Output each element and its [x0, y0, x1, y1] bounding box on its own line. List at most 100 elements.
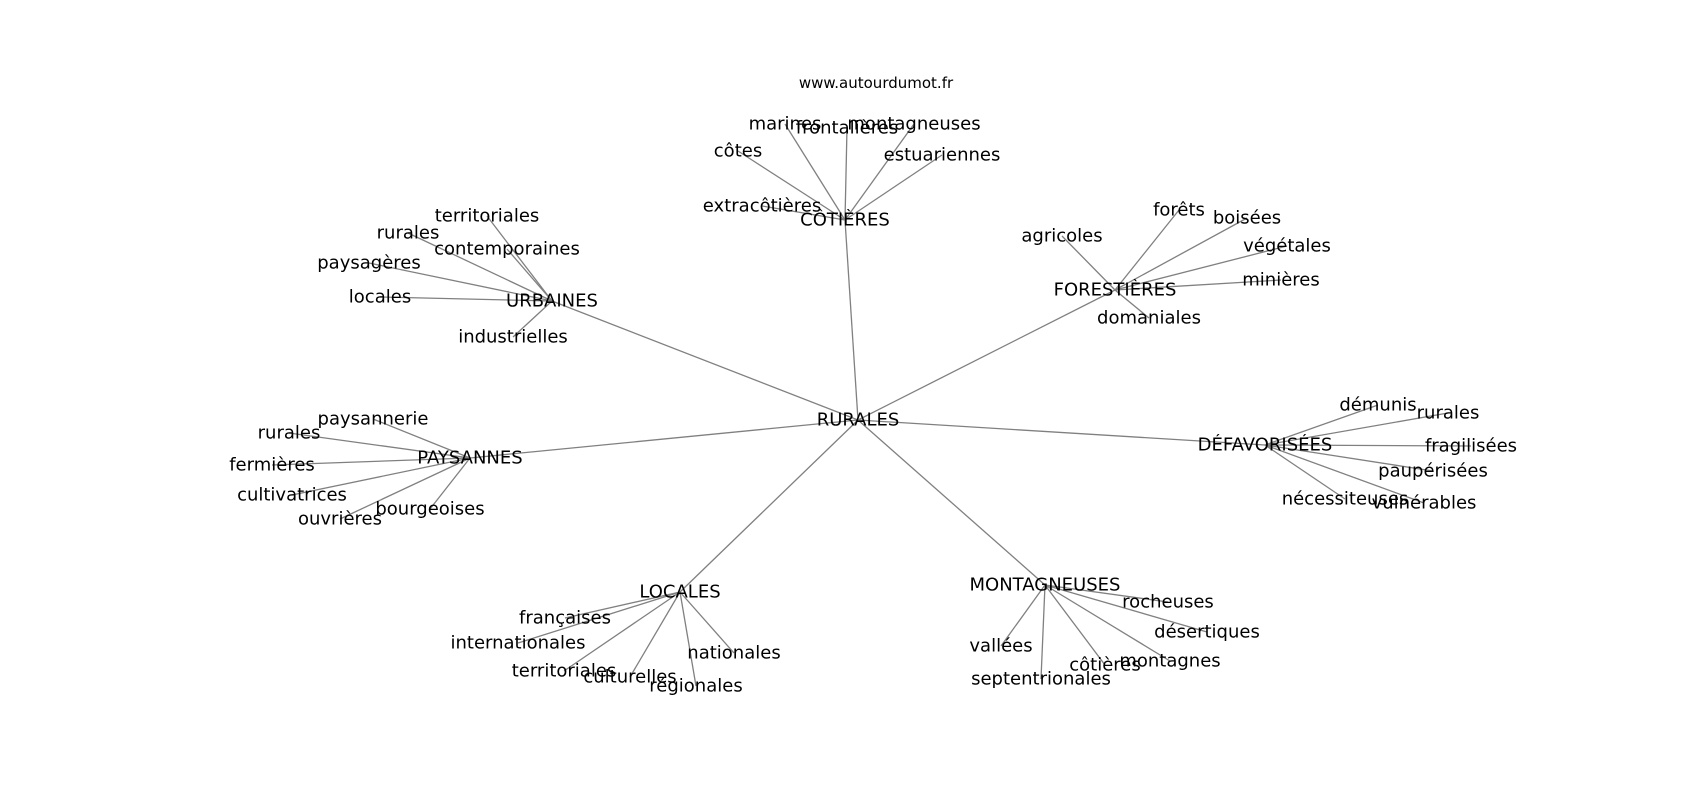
- edge-urbaines-4: [379, 296, 553, 302]
- edge-montagneuses-2: [1000, 584, 1046, 647]
- edge-urbaines-5: [512, 300, 553, 338]
- edge-locales-3: [563, 591, 681, 672]
- leaf-node-montagneuses-4: montagnes: [1119, 651, 1220, 672]
- edge-cotieres-5: [761, 205, 846, 221]
- edge-center-urbaines: [551, 300, 859, 421]
- edge-locales-0: [564, 591, 681, 619]
- edge-defavorisees-1: [1264, 412, 1449, 446]
- edge-montagneuses-3: [1044, 584, 1106, 666]
- leaf-node-forestieres-2: agricoles: [1021, 226, 1102, 247]
- leaf-node-cotieres-5: extracôtières: [703, 196, 821, 217]
- leaf-node-forestieres-4: minières: [1242, 270, 1319, 291]
- leaf-node-locales-5: régionales: [649, 676, 742, 697]
- edge-defavorisees-0: [1264, 404, 1379, 446]
- leaf-node-cotieres-0: marines: [749, 114, 822, 135]
- edge-defavorisees-4: [1264, 444, 1346, 500]
- edge-urbaines-0: [486, 215, 553, 302]
- edge-montagneuses-5: [1040, 584, 1046, 680]
- leaf-node-defavorisees-5: vulnérables: [1372, 493, 1477, 514]
- leaf-node-defavorisees-0: démunis: [1339, 395, 1416, 416]
- edge-urbaines-1: [407, 232, 553, 302]
- leaf-node-defavorisees-3: paupérisées: [1378, 461, 1488, 482]
- edge-paysannes-4: [429, 457, 471, 510]
- edge-forestieres-5: [1114, 289, 1150, 319]
- edge-paysannes-5: [339, 457, 471, 520]
- center-node-label: RURALES: [817, 410, 900, 431]
- edge-locales-2: [679, 591, 735, 654]
- leaf-node-urbaines-2: contemporaines: [434, 239, 580, 260]
- source-url: www.autourdumot.fr: [799, 74, 954, 92]
- leaf-node-montagneuses-1: désertiques: [1154, 622, 1260, 643]
- leaf-node-urbaines-1: rurales: [377, 223, 440, 244]
- edge-locales-4: [629, 591, 681, 678]
- leaf-node-paysannes-1: rurales: [258, 423, 321, 444]
- edge-center-montagneuses: [857, 419, 1046, 586]
- edge-montagneuses-1: [1044, 584, 1208, 633]
- cluster-node-locales: LOCALES: [639, 582, 720, 603]
- edge-cotieres-3: [737, 150, 846, 221]
- edge-montagneuses-0: [1044, 584, 1169, 603]
- leaf-node-forestieres-3: végétales: [1243, 236, 1331, 257]
- leaf-node-urbaines-3: paysagères: [317, 253, 420, 274]
- edge-center-forestieres: [857, 289, 1116, 421]
- leaf-node-locales-1: internationales: [450, 633, 585, 654]
- edge-locales-1: [517, 591, 681, 644]
- leaf-node-defavorisees-4: nécessiteuses: [1282, 489, 1409, 510]
- edge-forestieres-4: [1114, 279, 1282, 291]
- edge-forestieres-1: [1114, 217, 1248, 291]
- edge-urbaines-2: [506, 248, 553, 302]
- leaf-node-paysannes-5: ouvrières: [298, 509, 382, 530]
- edge-paysannes-0: [372, 418, 471, 459]
- cluster-node-defavorisees: DÉFAVORISÉES: [1198, 434, 1333, 456]
- leaf-node-montagneuses-2: vallées: [969, 636, 1032, 657]
- edge-paysannes-2: [271, 457, 471, 466]
- cluster-node-paysannes: PAYSANNES: [417, 448, 522, 469]
- leaf-node-montagneuses-0: rocheuses: [1122, 592, 1214, 613]
- graph-edges: [271, 123, 1472, 687]
- edge-center-defavorisees: [857, 419, 1266, 446]
- edge-paysannes-1: [288, 432, 471, 459]
- edge-forestieres-0: [1114, 209, 1180, 291]
- leaf-node-defavorisees-1: rurales: [1417, 403, 1480, 424]
- leaf-node-paysannes-4: bourgeoises: [375, 499, 484, 520]
- leaf-node-cotieres-1: frontalières: [796, 118, 898, 139]
- edge-cotieres-0: [784, 123, 846, 221]
- leaf-node-urbaines-4: locales: [349, 287, 411, 308]
- leaf-node-forestieres-5: domaniales: [1097, 308, 1201, 329]
- edge-cotieres-4: [844, 154, 943, 221]
- edge-cotieres-2: [844, 123, 915, 221]
- leaf-node-forestieres-0: forêts: [1153, 200, 1205, 221]
- leaf-node-defavorisees-2: fragilisées: [1425, 436, 1517, 457]
- edge-defavorisees-5: [1264, 444, 1425, 504]
- edge-forestieres-3: [1114, 245, 1288, 291]
- edge-center-locales: [679, 419, 859, 593]
- edge-urbaines-3: [368, 262, 553, 302]
- leaf-node-urbaines-5: industrielles: [458, 327, 568, 348]
- leaf-node-cotieres-2: montagneuses: [847, 114, 980, 135]
- edge-defavorisees-3: [1264, 444, 1434, 472]
- leaf-node-locales-2: nationales: [687, 643, 780, 664]
- leaf-node-montagneuses-3: côtières: [1069, 655, 1141, 676]
- edge-forestieres-2: [1061, 235, 1116, 291]
- leaf-node-cotieres-4: estuariennes: [884, 145, 1001, 166]
- edge-center-paysannes: [469, 419, 859, 459]
- graph-labels: RURALESCÔTIÈRESmarinesfrontalièresmontag…: [229, 114, 1517, 697]
- leaf-node-forestieres-1: boisées: [1213, 208, 1281, 229]
- leaf-node-locales-0: françaises: [519, 608, 611, 629]
- leaf-node-locales-3: territoriales: [512, 661, 617, 682]
- leaf-node-paysannes-3: cultivatrices: [237, 485, 347, 506]
- cluster-node-urbaines: URBAINES: [506, 291, 598, 312]
- leaf-node-paysannes-2: fermières: [229, 455, 315, 476]
- cluster-node-cotieres: CÔTIÈRES: [800, 209, 890, 231]
- cluster-node-forestieres: FORESTIÈRES: [1054, 279, 1177, 301]
- edge-cotieres-1: [844, 127, 848, 221]
- leaf-node-locales-4: culturelles: [583, 667, 676, 688]
- edge-paysannes-3: [291, 457, 471, 496]
- leaf-node-montagneuses-5: septentrionales: [971, 669, 1111, 690]
- leaf-node-urbaines-0: territoriales: [435, 206, 540, 227]
- cluster-node-montagneuses: MONTAGNEUSES: [970, 575, 1121, 596]
- leaf-node-paysannes-0: paysannerie: [318, 409, 429, 430]
- edge-defavorisees-2: [1264, 444, 1472, 447]
- edge-locales-5: [679, 591, 697, 687]
